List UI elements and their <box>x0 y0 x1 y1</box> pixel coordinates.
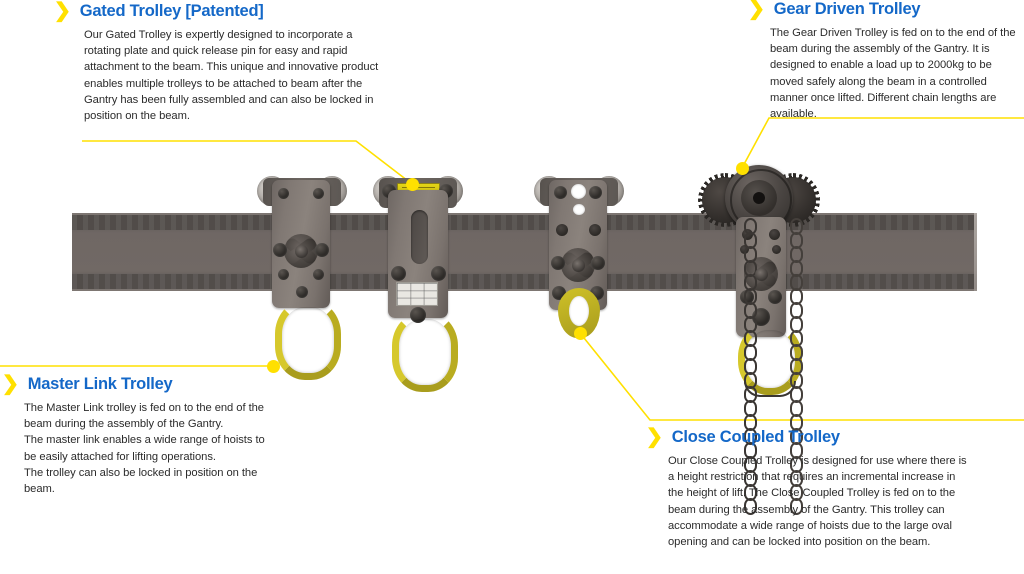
oval-opening-hole <box>569 296 589 326</box>
trolley-bolt-tr <box>589 186 602 199</box>
locking-knob <box>284 234 318 268</box>
trolley-hole-r <box>589 224 601 236</box>
callout-title: Master Link Trolley <box>27 375 173 393</box>
locking-knob-core <box>571 258 585 272</box>
callout-body-text: Our Gated Trolley is expertly designed t… <box>84 29 379 123</box>
gated-trolley-unit <box>372 172 467 392</box>
callout-heading-row: ❯ Gear Driven Trolley <box>747 0 1024 20</box>
callout-body: The Master Link trolley is fed on to the… <box>2 400 272 497</box>
callout-body-text: Our Close Coupled Trolley is designed fo… <box>668 455 967 549</box>
anchor-dot-master-link <box>267 360 280 373</box>
yellow-master-link-loop <box>275 300 341 380</box>
trolley-hole-tr <box>769 229 780 240</box>
callout-heading-row: ❯ Close Coupled Trolley <box>645 426 976 448</box>
trolley-bolt-tl <box>554 186 567 199</box>
hub-center <box>753 192 765 204</box>
leader-line-gear-driven <box>741 117 1024 169</box>
trolley-bolt-ml <box>273 243 287 257</box>
anchor-dot-gear-driven <box>736 162 749 175</box>
beam-bottom-flange <box>72 274 977 289</box>
callout-body-text: The Master Link trolley is fed on to the… <box>24 402 265 496</box>
trolley-hole-mr <box>772 245 781 254</box>
callout-master-link-trolley: ❯ Master Link Trolley The Master Link tr… <box>1 373 272 497</box>
callout-body-text: The Gear Driven Trolley is fed on to the… <box>770 27 1016 121</box>
callout-body: The Gear Driven Trolley is fed on to the… <box>748 25 1024 122</box>
trolley-bolt-mr <box>315 243 329 257</box>
trolley-bolt-ml <box>391 266 406 281</box>
chevron-right-icon: ❯ <box>645 426 664 448</box>
trolley-bolt-tr <box>313 188 324 199</box>
trolley-bolt-br <box>313 269 324 280</box>
trolley-bolt-bc <box>296 286 308 298</box>
trolley-bolt-bl <box>278 269 289 280</box>
trolley-bolt-mr <box>431 266 446 281</box>
data-plate <box>396 282 438 306</box>
i-beam <box>72 213 977 291</box>
callout-title: Gear Driven Trolley <box>773 0 921 18</box>
callout-body: Our Gated Trolley is expertly designed t… <box>54 27 384 124</box>
callout-gated-trolley: ❯ Gated Trolley [Patented] Our Gated Tro… <box>53 0 384 124</box>
chevron-right-icon: ❯ <box>1 373 20 395</box>
chevron-right-icon: ❯ <box>747 0 766 20</box>
upper-round-opening <box>571 184 586 199</box>
trolley-bolt-ml <box>551 256 565 270</box>
leader-line-gated <box>82 140 413 185</box>
hand-chain-right <box>790 218 803 515</box>
data-plate-grid <box>397 283 437 305</box>
chevron-right-icon: ❯ <box>53 0 72 22</box>
beam-top-flange <box>72 215 977 230</box>
trolley-bolt-br <box>768 290 782 304</box>
close-coupled-trolley-unit <box>532 170 627 350</box>
callout-title: Close Coupled Trolley <box>671 428 840 446</box>
callout-title: Gated Trolley [Patented] <box>79 2 264 20</box>
yellow-master-link-loop <box>392 312 458 392</box>
master-link-trolley-unit <box>255 172 350 380</box>
anchor-dot-close-coupled <box>574 327 587 340</box>
beam-end-cap <box>974 213 977 291</box>
hand-chain-left <box>744 218 757 515</box>
callout-body: Our Close Coupled Trolley is designed fo… <box>646 453 968 550</box>
callout-gear-driven-trolley: ❯ Gear Driven Trolley The Gear Driven Tr… <box>748 0 1024 122</box>
locking-knob <box>561 248 595 282</box>
trolley-bolt-tl <box>278 188 289 199</box>
hand-chain-bottom-bight <box>744 381 796 397</box>
oval-slot <box>411 210 428 264</box>
locking-knob-core <box>754 267 768 281</box>
locking-knob-core <box>294 244 308 258</box>
anchor-dot-gated <box>406 178 419 191</box>
trolley-hole-l <box>556 224 568 236</box>
callout-heading-row: ❯ Master Link Trolley <box>1 373 272 395</box>
trolley-bolt-mr <box>591 256 605 270</box>
callout-heading-row: ❯ Gated Trolley [Patented] <box>53 0 384 22</box>
callout-close-coupled-trolley: ❯ Close Coupled Trolley Our Close Couple… <box>645 426 976 550</box>
lower-round-opening <box>573 204 585 215</box>
gear-driven-trolley-unit <box>698 163 825 515</box>
